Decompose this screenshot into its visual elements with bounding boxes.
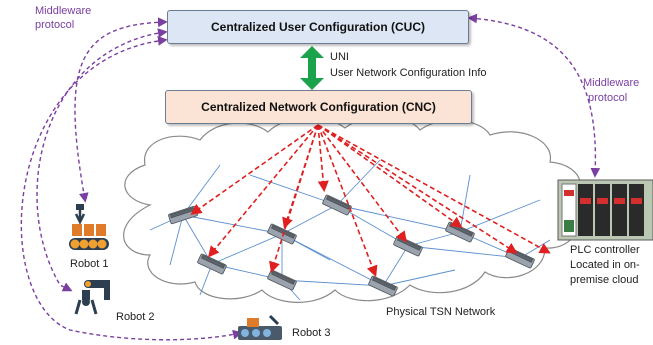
switch-3 <box>322 194 352 216</box>
plc-label-line3: premise cloud <box>570 274 639 286</box>
robot-3-icon <box>238 314 282 340</box>
plc-label-line1: PLC controller <box>570 244 640 256</box>
middleware-right-line2: protocol <box>588 92 628 104</box>
uni-label: UNI <box>330 51 349 63</box>
robot-1-label: Robot 1 <box>70 258 109 270</box>
switch-2 <box>267 223 297 245</box>
switch-5 <box>267 269 297 291</box>
robot-2-icon <box>74 280 110 315</box>
cnc-box: Centralized Network Configuration (CNC) <box>165 90 472 124</box>
middleware-arrows <box>20 13 601 341</box>
network-label: Physical TSN Network <box>386 306 496 318</box>
cuc-label: Centralized User Configuration (CUC) <box>210 20 425 34</box>
middleware-right-line1: Middleware <box>583 77 640 89</box>
robot-3-label: Robot 3 <box>292 327 331 339</box>
uni-double-arrow <box>300 46 324 90</box>
middleware-left-line2: protocol <box>35 19 75 31</box>
robot-2-label: Robot 2 <box>116 311 155 323</box>
cuc-box: Centralized User Configuration (CUC) <box>167 10 469 44</box>
plc-controller-icon <box>557 179 653 241</box>
cnc-label: Centralized Network Configuration (CNC) <box>201 100 436 114</box>
uni-info-label: User Network Configuration Info <box>330 67 487 79</box>
middleware-left-line1: Middleware <box>35 5 92 17</box>
switch-6 <box>368 275 398 297</box>
plc-label-line2: Located in on- <box>570 259 640 271</box>
robot-1-icon <box>69 204 109 250</box>
